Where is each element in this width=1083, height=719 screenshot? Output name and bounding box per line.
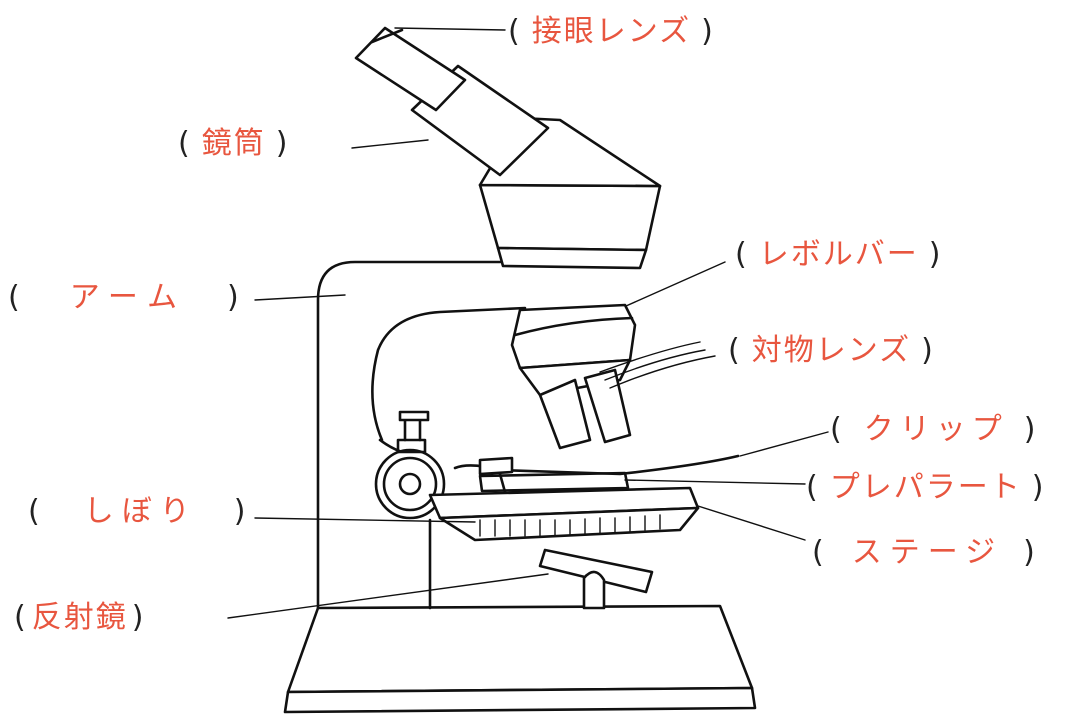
label-clip: ( クリップ)	[830, 412, 1041, 448]
paren-open: (	[28, 494, 48, 529]
microscope-base	[283, 604, 757, 714]
label-clip-text: クリップ	[863, 412, 1008, 447]
paren-open: (	[8, 280, 30, 315]
paren-close: )	[275, 126, 290, 161]
paren-close: )	[928, 237, 943, 272]
paren-close: )	[1023, 535, 1043, 570]
label-revolver: ( レボルバー)	[735, 237, 942, 273]
label-arm: ( アーム)	[8, 280, 249, 316]
paren-open: (	[728, 333, 742, 368]
label-objective-text: 対物レンズ	[751, 333, 912, 368]
paren-open: (	[806, 470, 820, 505]
paren-open: (	[830, 412, 848, 447]
paren-close: )	[233, 494, 254, 529]
paren-open: (	[735, 237, 749, 272]
label-eyepiece-text: 接眼レンズ	[531, 14, 692, 49]
label-objective: ( 対物レンズ)	[728, 333, 935, 369]
body-tube	[354, 26, 662, 270]
focus-knob	[374, 410, 446, 520]
paren-open: (	[178, 126, 192, 161]
microscope-arm	[316, 260, 527, 610]
label-arm-text: アーム	[69, 280, 188, 315]
paren-close: )	[921, 333, 935, 368]
leader-lines	[227, 27, 829, 619]
label-slide-text: プレパラート	[829, 470, 1022, 505]
label-eyepiece: ( 接眼レンズ)	[508, 14, 715, 50]
paren-close: )	[227, 280, 249, 315]
paren-open: (	[508, 14, 522, 49]
paren-open: (	[14, 600, 28, 635]
label-mirror: (反射鏡)	[14, 600, 145, 636]
label-diaphragm: ( しぼり)	[28, 494, 253, 530]
revolver-assembly	[510, 303, 637, 450]
paren-close: )	[701, 14, 715, 49]
label-diaphragm-text: しぼり	[83, 494, 198, 529]
label-revolver-text: レボルバー	[758, 237, 919, 272]
paren-open: (	[812, 535, 832, 570]
label-tube: ( 鏡筒)	[178, 126, 289, 162]
label-stage-text: ステージ	[851, 535, 1004, 570]
label-slide: ( プレパラート)	[806, 470, 1045, 506]
label-mirror-text: 反射鏡	[31, 600, 128, 635]
stage-platform	[428, 454, 740, 542]
paren-close: )	[1031, 470, 1046, 505]
label-stage: ( ステージ)	[812, 535, 1043, 571]
paren-close: )	[1023, 412, 1042, 447]
label-tube-text: 鏡筒	[201, 126, 266, 161]
paren-close: )	[131, 600, 146, 635]
mirror-assembly	[538, 548, 654, 610]
